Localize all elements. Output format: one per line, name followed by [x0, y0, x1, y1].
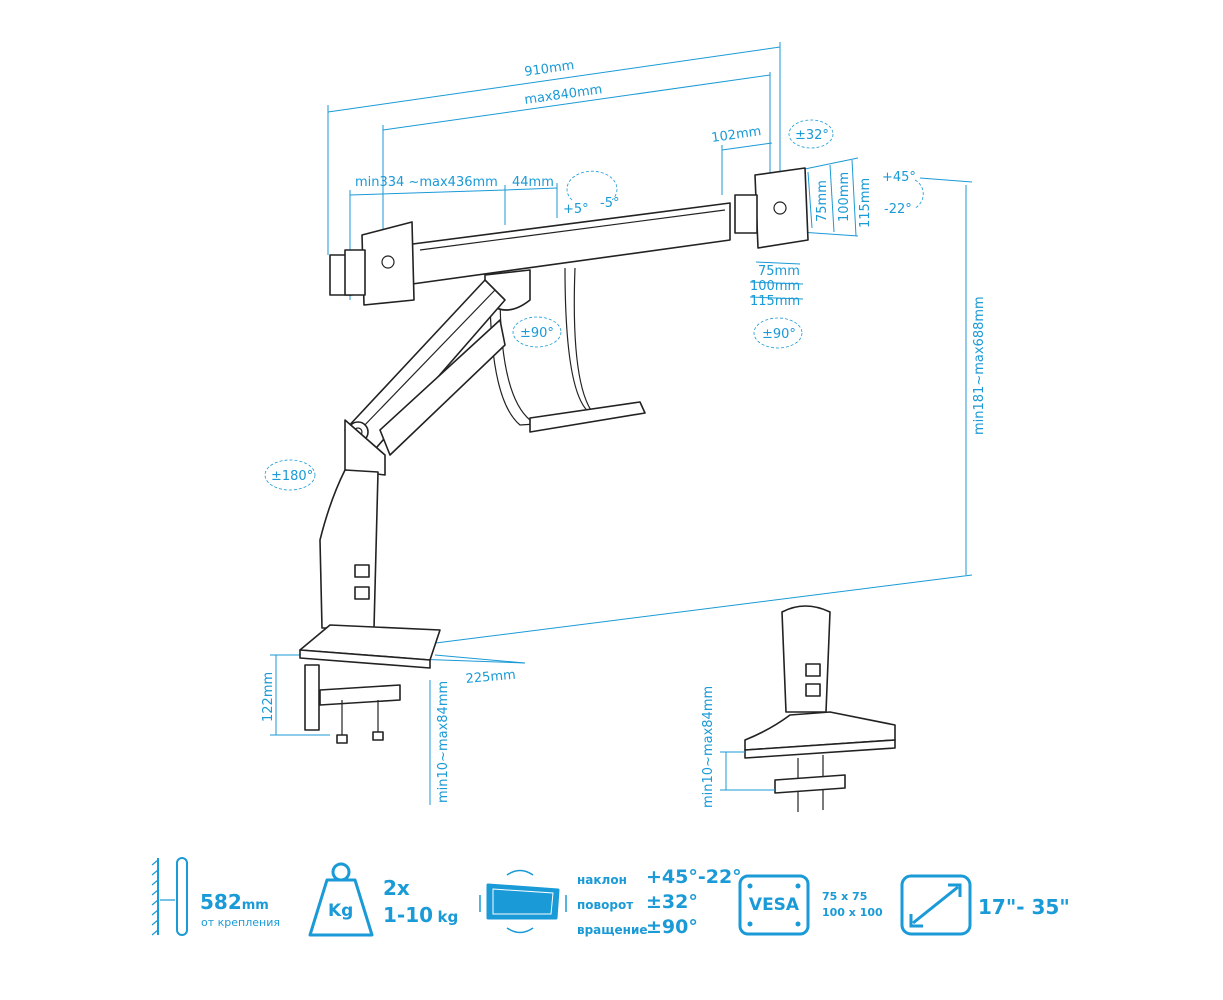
- svg-text:-22°: -22°: [884, 202, 912, 217]
- svg-text:±90°: ±90°: [762, 327, 796, 342]
- weight-unit: kg: [437, 908, 459, 926]
- dimension-102: 102mm: [710, 124, 773, 195]
- svg-text:min10~max84mm: min10~max84mm: [701, 686, 716, 808]
- svg-text:100mm: 100mm: [837, 172, 852, 222]
- right-vesa-plate: [754, 167, 809, 249]
- dimension-910: 910mm: [327, 42, 781, 255]
- dim-102-label: 102mm: [710, 124, 762, 146]
- weight-count: 2x: [383, 876, 410, 900]
- svg-text:±180°: ±180°: [271, 469, 313, 484]
- height-unit: mm: [241, 898, 269, 913]
- vesa-badge-icon: [738, 874, 810, 936]
- angle-indicators: +5° -5° ±32° +45° -22° ±90° ±90° ±180°: [264, 119, 924, 491]
- left-vesa-plate: [361, 221, 415, 306]
- rotation-value: ±90°: [646, 916, 698, 938]
- screen-size-value: 17"- 35": [978, 895, 1070, 919]
- clamp-body: [304, 664, 320, 731]
- height-note: от крепления: [201, 916, 280, 929]
- height-icon: [151, 857, 188, 936]
- vesa-line-2: 100 x 100: [822, 906, 883, 919]
- height-spec: 582mm: [200, 890, 269, 914]
- svg-text:±90°: ±90°: [520, 326, 554, 341]
- weight-icon-label: Kg: [328, 901, 353, 921]
- swivel-value: ±32°: [646, 891, 698, 913]
- svg-text:75mm: 75mm: [758, 264, 800, 279]
- dim-334-436-label: min334 ~max436mm: [355, 175, 498, 190]
- tilt-label: наклон: [577, 873, 627, 887]
- dim-122-label: 122mm: [261, 672, 276, 722]
- weight-range: 1-10: [383, 903, 434, 927]
- svg-text:±32°: ±32°: [795, 128, 829, 143]
- screen-size-icon: [900, 874, 972, 936]
- vesa-line-1: 75 x 75: [822, 890, 868, 903]
- svg-text:75mm: 75mm: [815, 180, 830, 222]
- svg-text:+45°: +45°: [882, 170, 916, 185]
- dimension-clamp: min10~max84mm: [429, 680, 451, 805]
- rotation-label: вращение: [577, 923, 648, 937]
- tilt-value: +45°-22°: [646, 866, 742, 888]
- weight-spec: 1-10 kg: [383, 903, 458, 927]
- dimension-height: min181~max688mm: [419, 177, 987, 646]
- vesa-badge-text: VESA: [748, 895, 800, 915]
- height-value: 582: [200, 890, 242, 914]
- dim-height-label: min181~max688mm: [972, 296, 987, 435]
- weight-icon: Kg: [308, 862, 374, 937]
- swivel-label: поворот: [577, 898, 634, 912]
- svg-text:115mm: 115mm: [750, 294, 800, 309]
- dim-225-label: 225mm: [465, 668, 516, 687]
- dimension-bar-range: min334 ~max436mm 44mm: [349, 175, 558, 300]
- svg-text:100mm: 100mm: [750, 279, 800, 294]
- dim-44-label: 44mm: [512, 175, 554, 190]
- rotation-icon: [479, 869, 567, 934]
- grommet-mount: min10~max84mm: [701, 605, 896, 812]
- svg-text:-5°: -5°: [600, 196, 619, 211]
- dimension-122: 122mm: [261, 654, 330, 736]
- dim-clamp-label: min10~max84mm: [436, 681, 451, 803]
- svg-text:+5°: +5°: [563, 202, 589, 217]
- dim-910-label: 910mm: [523, 58, 575, 80]
- pole: [319, 469, 379, 629]
- mount-drawing: [299, 167, 809, 744]
- svg-text:115mm: 115mm: [858, 178, 873, 228]
- dimension-vesa: 75mm 100mm 115mm 75mm 100mm 115mm: [749, 157, 873, 309]
